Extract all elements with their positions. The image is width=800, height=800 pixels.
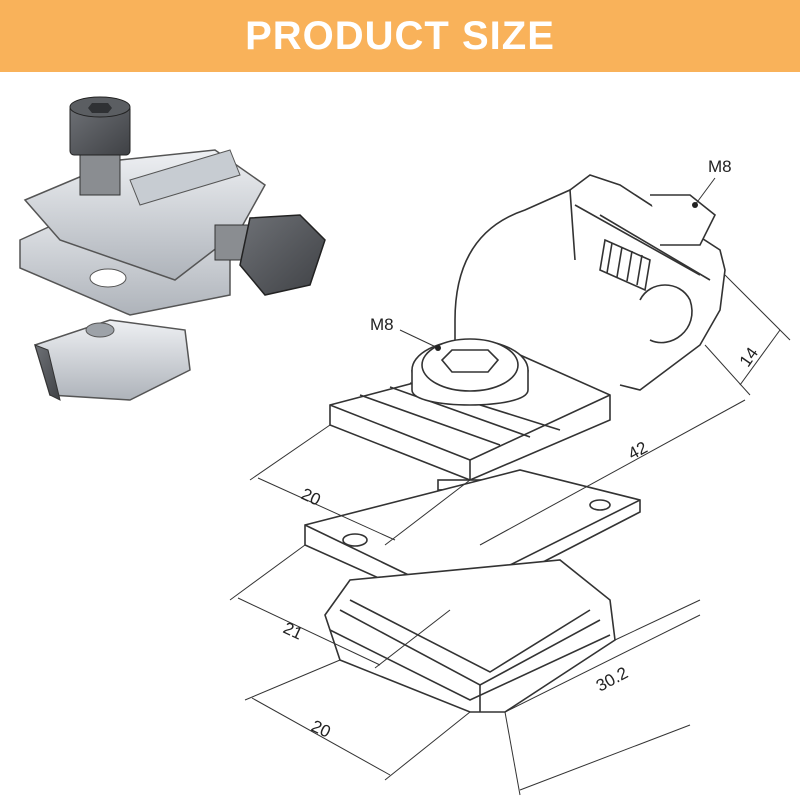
bolt-top-callout: M8 [708, 157, 732, 176]
product-render-thumbnail [19, 96, 326, 401]
dimension-30-2: 30.2 [593, 663, 631, 695]
dimension-21: 21 [280, 618, 305, 643]
callout-dot-top [692, 202, 698, 208]
page-title: PRODUCT SIZE [245, 13, 555, 58]
dimension-20-nut: 20 [308, 716, 333, 741]
callout-dot-side [435, 345, 441, 351]
main-assembly-drawing [304, 174, 726, 713]
dimension-42: 42 [625, 438, 651, 464]
dimension-lines [229, 177, 791, 796]
dimension-14: 14 [736, 344, 762, 370]
bolt-side-callout: M8 [370, 315, 394, 334]
header-banner: PRODUCT SIZE [0, 0, 800, 72]
